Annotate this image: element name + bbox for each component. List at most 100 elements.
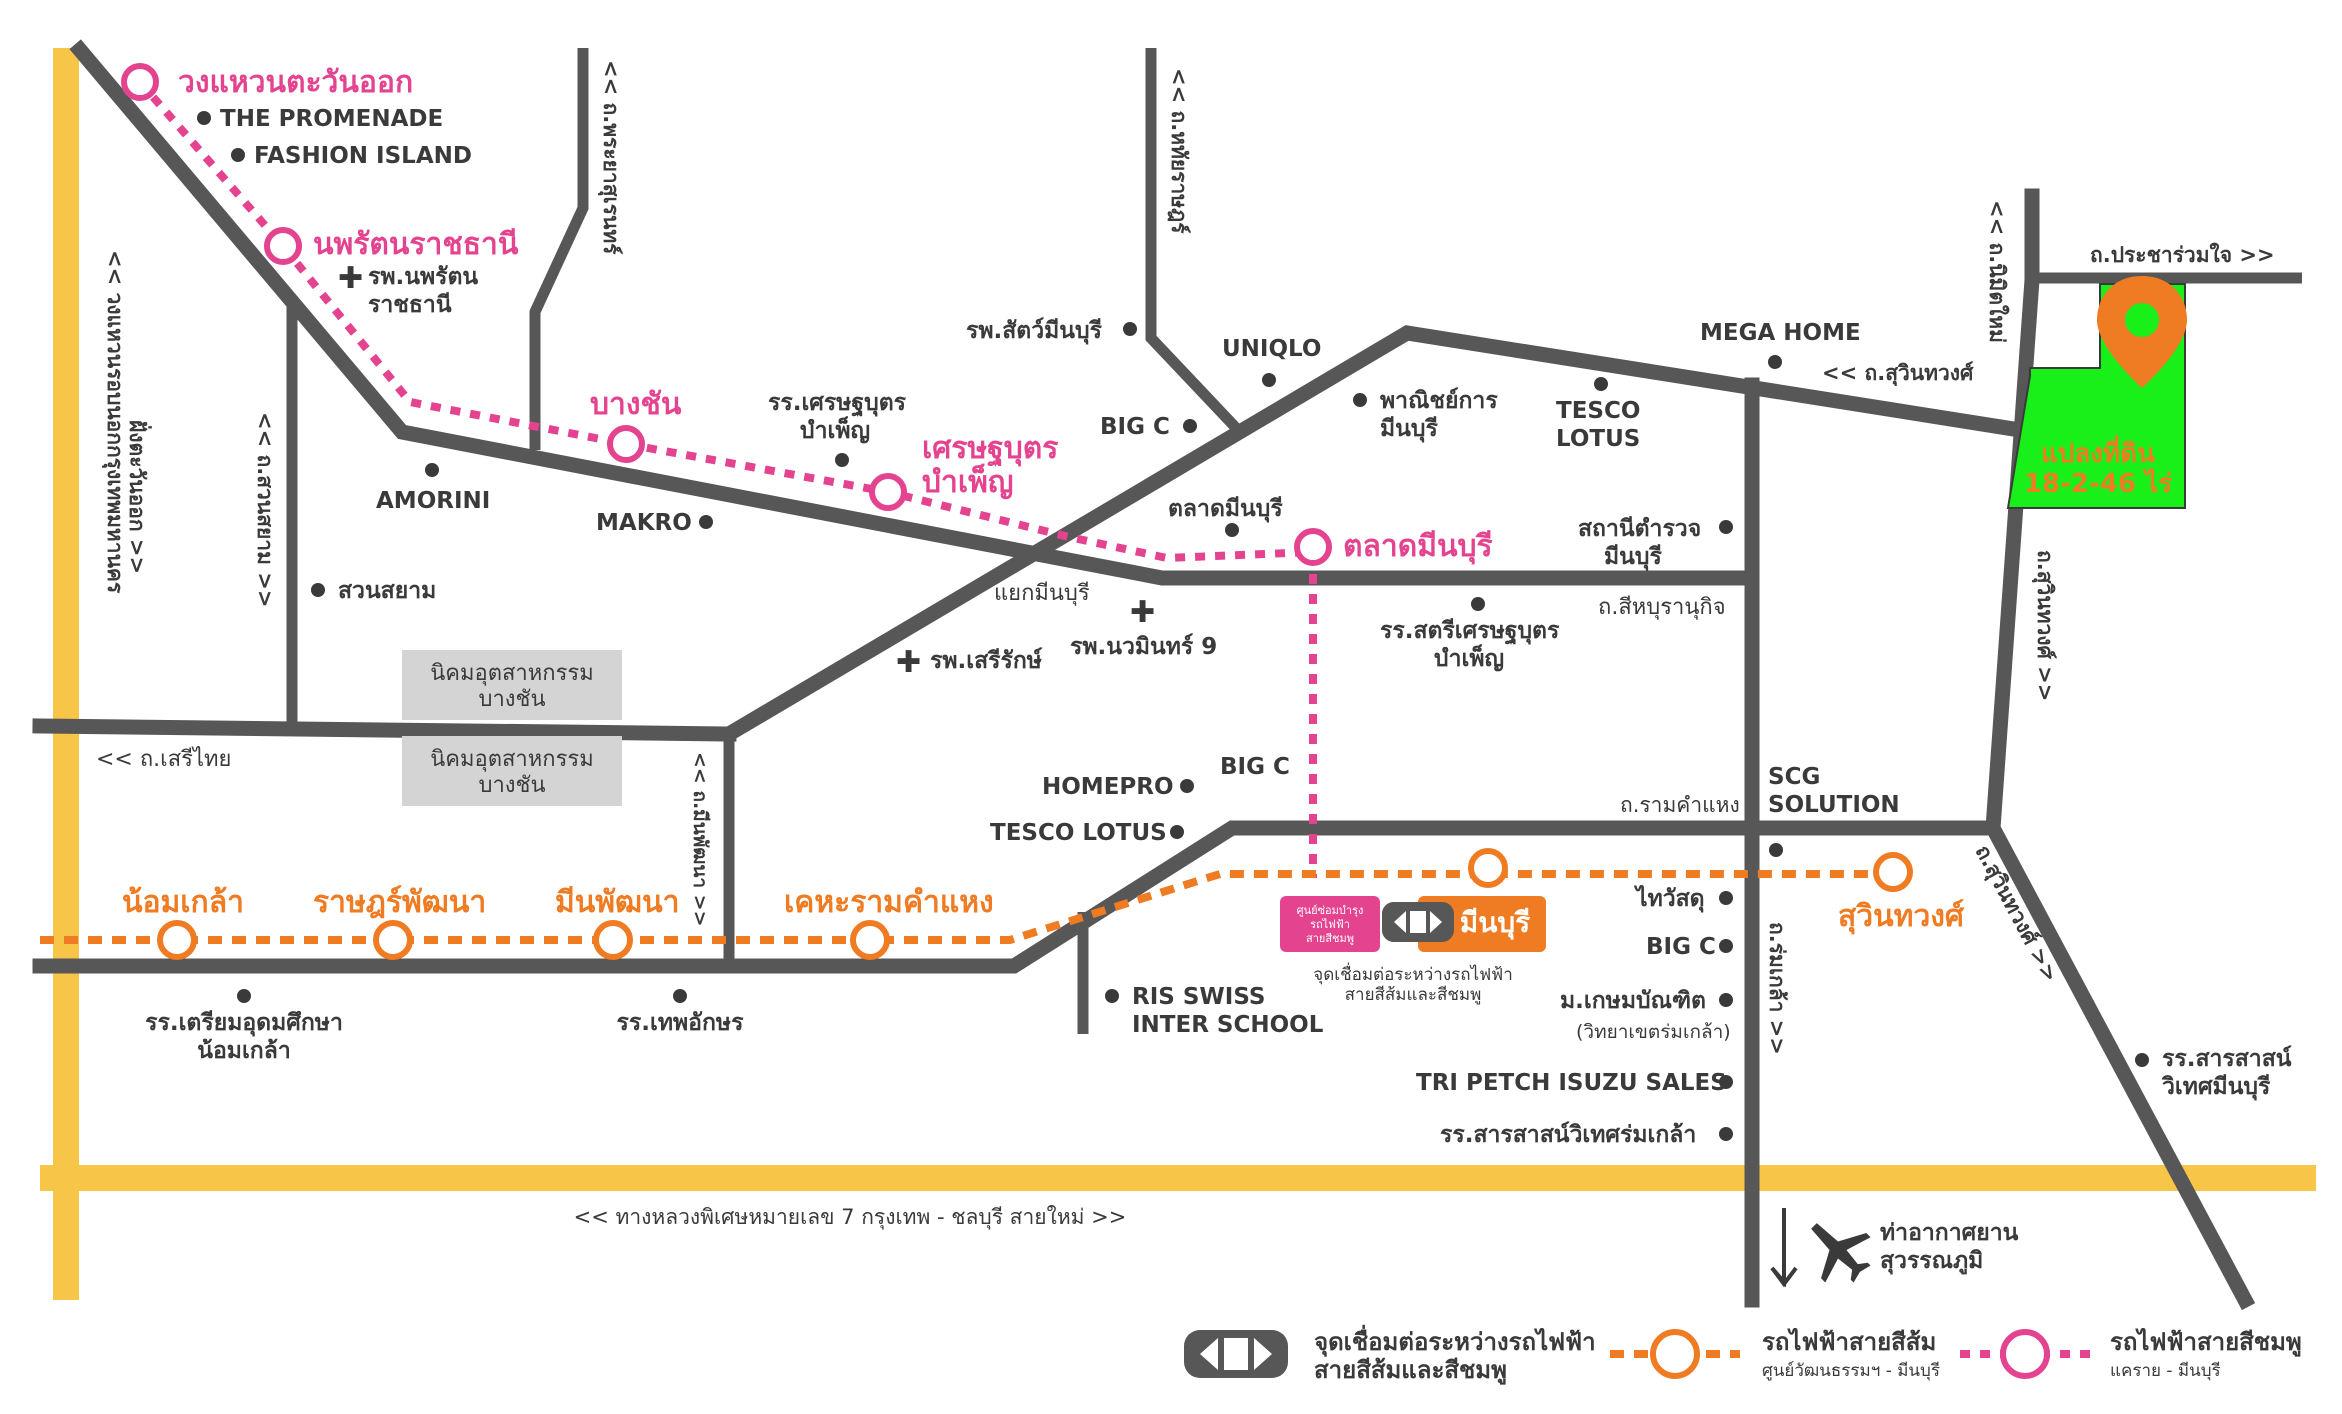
- road-label-praya-suren: << ถ.พระยาสุเรนทร์: [597, 60, 623, 255]
- place-serirak-hospital: รพ.เสรีรักษ์: [930, 647, 1042, 674]
- road-label-seri-thai: << ถ.เสรีไทย: [96, 746, 231, 772]
- place-airport-2: สุวรรณภูมิ: [1880, 1248, 1983, 1275]
- dot-sarasas-romklao: [1719, 1127, 1733, 1141]
- orange-line-track: [40, 870, 1890, 944]
- dot-tesco-lotus: [1170, 825, 1184, 839]
- land-label-1: แปลงที่ดิน: [2041, 434, 2155, 469]
- place-women-school-2: บำเพ็ญ: [1434, 643, 1504, 672]
- road-label-east-ring-2: ฝั่งตะวันออก >>: [125, 420, 153, 574]
- station-orange-suwinthawong[interactable]: [1873, 852, 1913, 892]
- interchange-left-arrow-front-icon: [1394, 911, 1406, 933]
- road-label-min-phatthana: << ถ.มีนพัฒนา >>: [689, 752, 711, 927]
- dot-makro: [699, 515, 713, 529]
- road-praya-suren: [529, 48, 589, 450]
- location-pin-icon: [2097, 276, 2187, 388]
- place-sarasas-romklao: รร.สารสาสน์วิเทศร่มเกล้า: [1440, 1121, 1696, 1148]
- place-fashion-island: FASHION ISLAND: [254, 143, 472, 169]
- station-pink-bangchan-label: บางชัน: [590, 387, 682, 422]
- station-pink-setthabut-label-1: เศรษฐบุตร: [922, 431, 1058, 468]
- dot-amorini: [425, 463, 439, 477]
- dot-thepaksorn: [673, 989, 687, 1003]
- legend-orange-sub: ศูนย์วัฒนธรรมฯ - มีนบุรี: [1762, 1361, 1940, 1381]
- station-orange-kheha-label: เคหะรามคำแหง: [784, 885, 994, 920]
- place-vet-hospital: รพ.สัตว์มีนบุรี: [966, 317, 1103, 345]
- legend-left-arrow-icon: [1200, 1338, 1218, 1370]
- interchange-center-front-icon: [1410, 911, 1426, 933]
- road-label-rom-klao: ถ.ร่มเกล้า >>: [1765, 922, 1789, 1055]
- place-thaiwatsadu: ไทวัสดุ: [1633, 884, 1705, 913]
- road-ramkhamhaeng: [32, 820, 2001, 974]
- road-label-nimit-mai: << ถ.นิมิตใหม่: [1985, 200, 2010, 343]
- place-tri-petch: TRI PETCH ISUZU SALES: [1416, 1070, 1727, 1096]
- dot-setthabut-school: [835, 453, 849, 467]
- station-pink-setthabut-label-2: บำเพ็ญ: [922, 463, 1013, 500]
- place-tesco-2: LOTUS: [1556, 426, 1640, 452]
- station-pink-bangchan[interactable]: [607, 425, 645, 463]
- dot-tri-petch: [1719, 1075, 1733, 1089]
- road-label-suwinthawong-right: ถ.สุวินทวงศ์ >>: [2031, 550, 2057, 701]
- legend-orange-station: [1650, 1329, 1700, 1379]
- place-setthabut-school-1: รร.เศรษฐบุตร: [768, 390, 907, 417]
- dot-police: [1719, 520, 1733, 534]
- place-airport-1: ท่าอากาศยาน: [1880, 1220, 2019, 1246]
- dot-tesco-1: [1594, 377, 1608, 391]
- depot-pink-3: สายสีชมพู: [1306, 932, 1354, 945]
- place-tesco-1: TESCO: [1556, 398, 1640, 424]
- road-ramintra-diagonal: [69, 39, 1754, 586]
- road-label-hathai-rat: << ถ.หทัยราษฎร์: [1167, 68, 1191, 234]
- place-amorini: AMORINI: [376, 488, 490, 514]
- industrial-2-b: บางชัน: [478, 773, 545, 798]
- place-homepro: HOMEPRO: [1042, 774, 1174, 800]
- station-orange-min-phatthana[interactable]: [593, 920, 633, 960]
- industrial-estate-2: [402, 736, 622, 806]
- place-big-c-1: BIG C: [1100, 414, 1170, 440]
- station-pink-east-ring[interactable]: [121, 63, 159, 101]
- dot-kasem: [1719, 993, 1733, 1007]
- place-sarasas-minburi-1: รร.สารสาสน์: [2162, 1045, 2292, 1072]
- road-label-motorway: << ทางหลวงพิเศษหมายเลข 7 กรุงเทพ - ชลบุร…: [574, 1205, 1127, 1230]
- station-pink-setthabut[interactable]: [869, 473, 907, 511]
- place-ris-2: INTER SCHOOL: [1132, 1012, 1324, 1038]
- road-nimit-mai: [1985, 188, 2256, 1311]
- station-orange-nom-klao-label: น้อมเกล้า: [122, 885, 244, 920]
- station-orange-min-phatthana-label: มีนพัฒนา: [555, 885, 680, 920]
- dot-suan-siam: [311, 583, 325, 597]
- road-label-suwinthawong-top: << ถ.สุวินทวงศ์: [1822, 361, 1974, 387]
- dot-scg: [1769, 843, 1783, 857]
- station-orange-rat-phatthana[interactable]: [373, 920, 413, 960]
- road-seri-thai: [32, 718, 737, 742]
- station-orange-kheha[interactable]: [850, 920, 890, 960]
- station-orange-rat-phatthana-label: ราษฎร์พัฒนา: [313, 885, 486, 920]
- dot-commercial: [1353, 393, 1367, 407]
- station-orange-minburi[interactable]: [1468, 848, 1508, 888]
- depot-pink-1: ศูนย์ซ่อมบำรุง: [1297, 904, 1364, 917]
- hospital-icon-nawamin: ✚: [1130, 595, 1155, 630]
- station-pink-nopparat[interactable]: [264, 227, 302, 265]
- station-orange-nom-klao[interactable]: [157, 920, 197, 960]
- place-nawamin-hospital: รพ.นวมินทร์ 9: [1070, 633, 1217, 660]
- station-pink-talad-minburi[interactable]: [1294, 528, 1332, 566]
- place-ris-1: RIS SWISS: [1132, 984, 1265, 1010]
- place-kasem-1: ม.เกษมบัณฑิต: [1560, 988, 1706, 1014]
- depot-caption-1: จุดเชื่อมต่อระหว่างรถไฟฟ้า: [1313, 962, 1512, 985]
- station-pink-talad-minburi-label: ตลาดมีนบุรี: [1343, 529, 1493, 565]
- dot-big-c-1: [1183, 419, 1197, 433]
- place-commercial-2: มีนบุรี: [1380, 416, 1438, 443]
- industrial-2-a: นิคมอุตสาหกรรม: [430, 747, 594, 772]
- place-triam-1: รร.เตรียมอุดมศึกษา: [145, 1010, 343, 1037]
- depot-caption-2: สายสีส้มและสีชมพู: [1345, 985, 1482, 1005]
- dot-thaiwatsadu: [1719, 891, 1733, 905]
- dot-mega-home: [1768, 355, 1782, 369]
- place-scg-2: SOLUTION: [1768, 792, 1900, 818]
- hospital-icon: ✚: [338, 261, 363, 296]
- legend-interchange-1: จุดเชื่อมต่อระหว่างรถไฟฟ้า: [1314, 1324, 1596, 1358]
- place-commercial-1: พาณิชย์การ: [1380, 387, 1498, 414]
- place-tesco-lotus: TESCO LOTUS: [990, 820, 1167, 846]
- dot-ris: [1105, 989, 1119, 1003]
- industrial-1-b: บางชัน: [478, 687, 545, 712]
- place-kasem-2: (วิทยาเขตร่มเกล้า): [1576, 1021, 1731, 1043]
- place-makro: MAKRO: [596, 510, 692, 536]
- place-uniqlo: UNIQLO: [1222, 336, 1321, 362]
- legend-orange-title: รถไฟฟ้าสายสีส้ม: [1762, 1327, 1936, 1356]
